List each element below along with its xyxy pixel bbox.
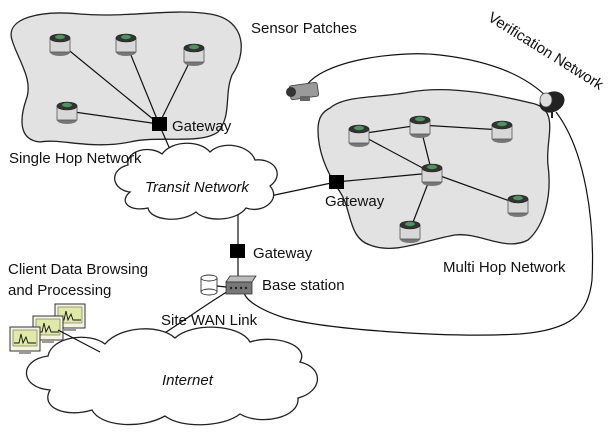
base-station-icon [225, 275, 257, 295]
camera-icon [286, 81, 319, 101]
spotlight-icon [539, 91, 565, 118]
sensor-node-icon [49, 33, 71, 57]
gateway-box-icon [152, 117, 167, 131]
gateway-box-icon [230, 244, 245, 258]
gateway-label-base: Gateway [253, 245, 313, 262]
site-wan-link-line [159, 289, 231, 337]
gateway-label-single-hop: Gateway [172, 118, 232, 135]
database-icon [200, 274, 218, 296]
base-station-label: Base station [262, 277, 345, 294]
sensor-node-icon [56, 101, 78, 125]
sensor-node-icon [399, 220, 421, 244]
single-hop-network-label: Single Hop Network [9, 150, 142, 167]
verification-return-link [243, 111, 594, 336]
verification-arc [304, 53, 549, 99]
client-data-label-line2: and Processing [8, 282, 111, 299]
monitor-chart-icon [9, 326, 41, 355]
sensor-patches-label: Sensor Patches [251, 20, 357, 37]
transit-network-cloud [114, 142, 278, 220]
gateway-label-multi-hop: Gateway [325, 193, 385, 210]
gateway-box-icon [329, 175, 344, 189]
sensor-node-icon [507, 194, 529, 218]
sensor-node-icon [409, 115, 431, 139]
sensor-node-icon [491, 120, 513, 144]
sensor-node-icon [183, 43, 205, 67]
internet-label: Internet [162, 372, 214, 389]
sensor-node-icon [421, 163, 443, 187]
verification-network-label: Verification Network [485, 9, 607, 94]
sensor-node-icon [348, 124, 370, 148]
sensor-node-icon [115, 33, 137, 57]
site-wan-link-label: Site WAN Link [161, 312, 258, 329]
transit-network-label: Transit Network [145, 179, 250, 196]
multi-hop-network-label: Multi Hop Network [443, 259, 566, 276]
client-data-label-line1: Client Data Browsing [8, 261, 148, 278]
